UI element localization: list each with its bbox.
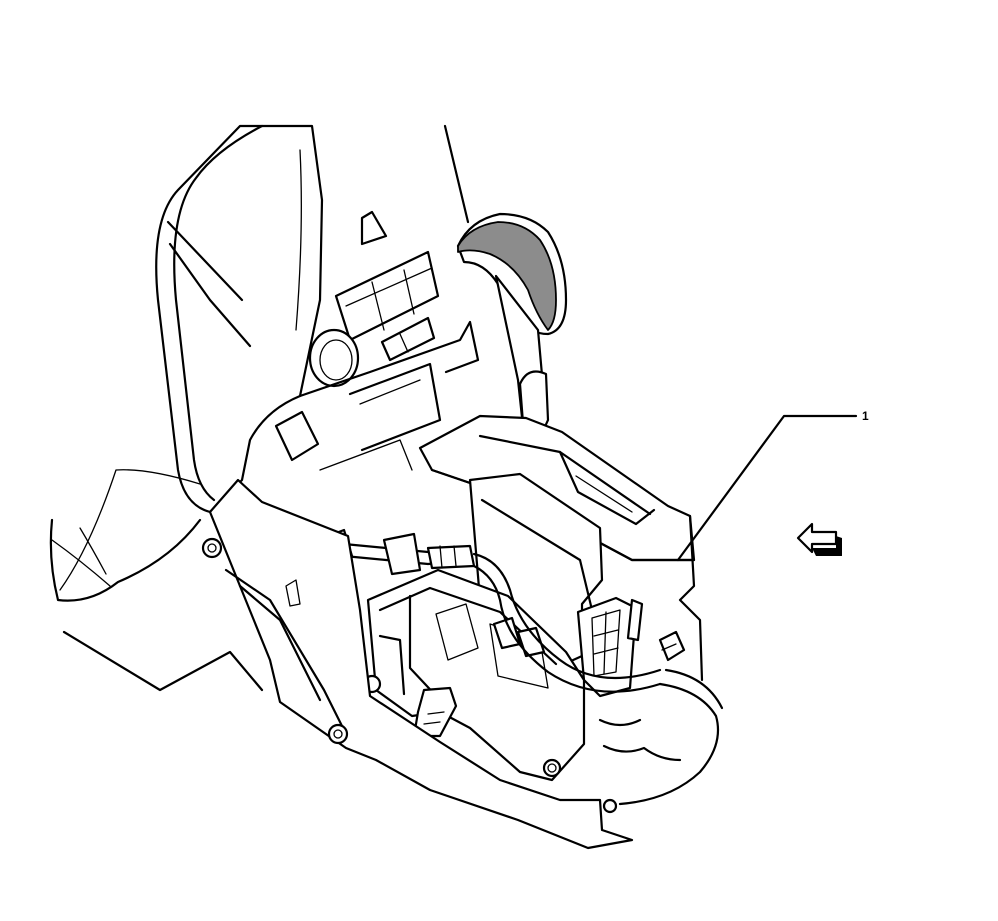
callout-leader-1 xyxy=(676,414,858,562)
console-side-panel xyxy=(598,514,724,814)
floor-console-base xyxy=(201,478,634,850)
shifter-base-housing xyxy=(468,472,644,698)
center-stack-bezel xyxy=(274,124,480,471)
steering-column-cover xyxy=(155,124,324,514)
callout-label-1: 1 xyxy=(862,409,869,423)
lower-dash-panel xyxy=(49,469,264,692)
shift-knob xyxy=(456,212,568,454)
direction-arrow-icon xyxy=(796,522,842,556)
